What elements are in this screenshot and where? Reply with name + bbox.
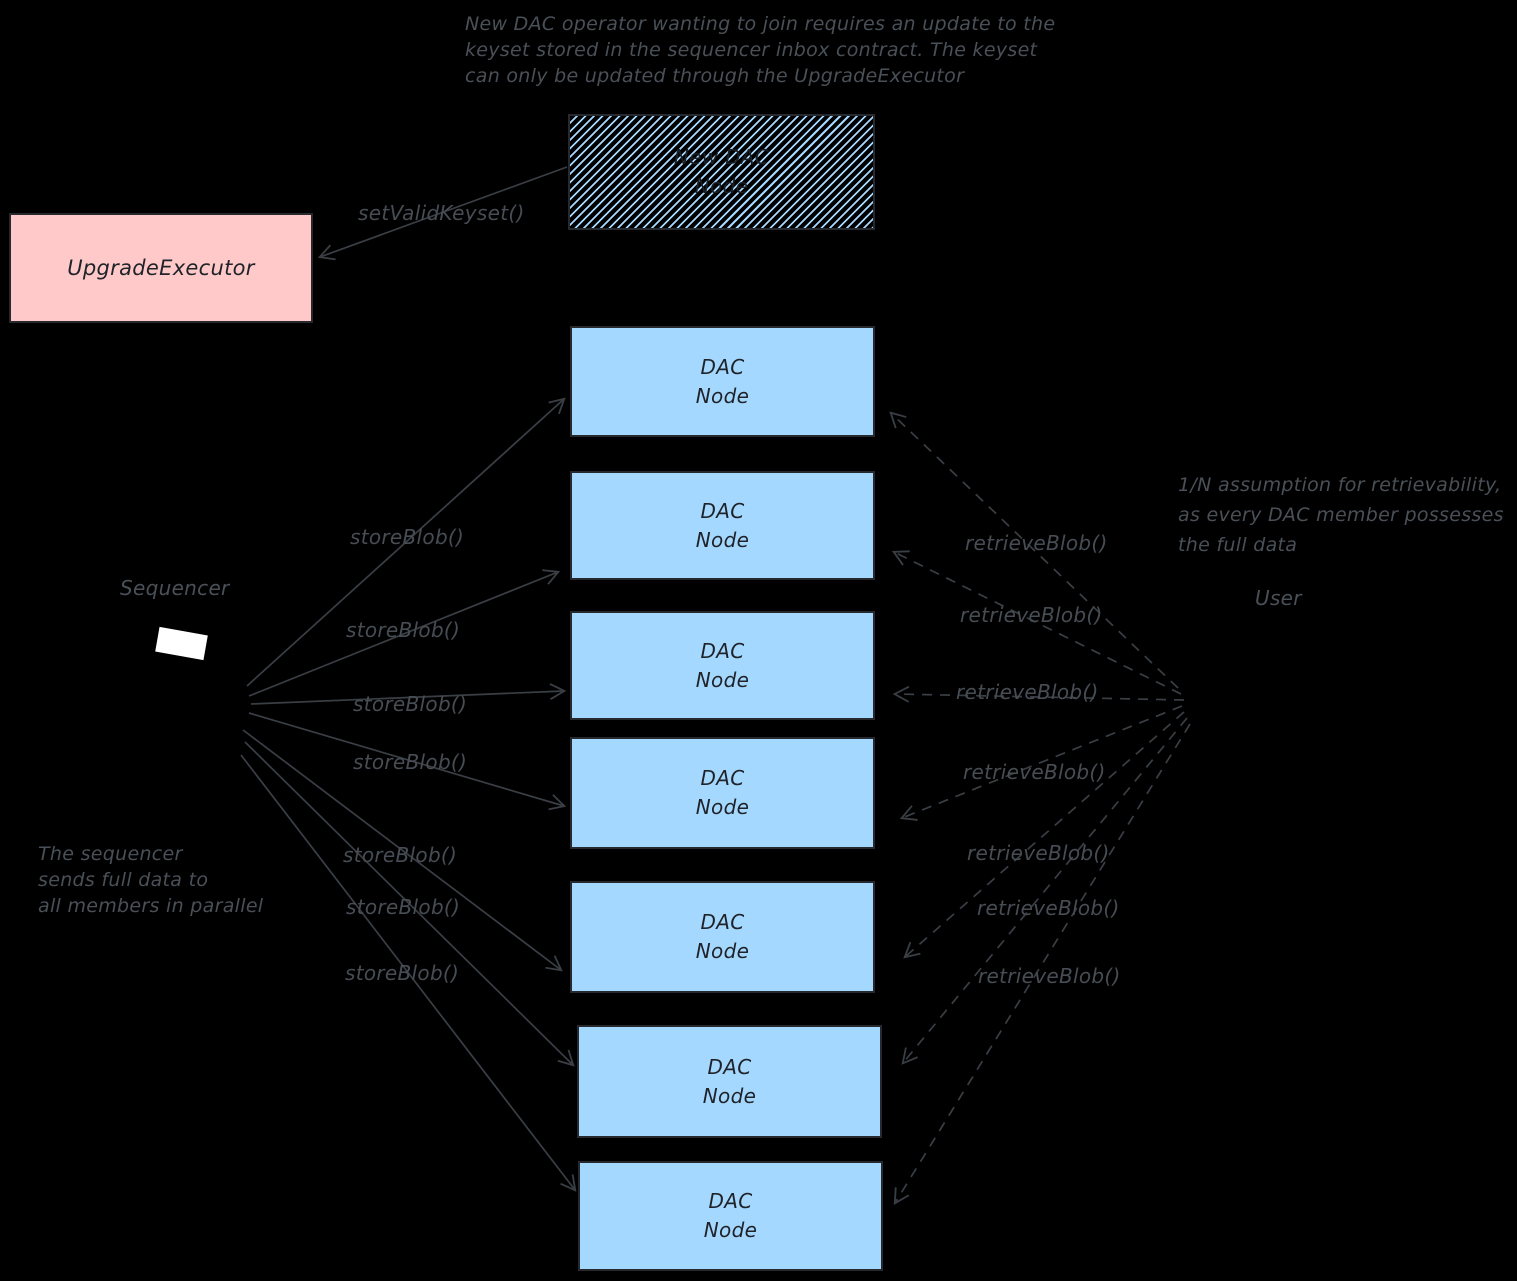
store-blob-label-3: storeBlob()	[353, 692, 468, 716]
store-blob-label-6: storeBlob()	[346, 895, 461, 919]
note-keyset-update: New DAC operator wanting to join require…	[465, 11, 1055, 89]
retrieve-blob-label-4: retrieveBlob()	[963, 760, 1106, 784]
note-sequencer-parallel: The sequencer sends full data to all mem…	[38, 841, 263, 919]
retrieve-blob-label-6: retrieveBlob()	[977, 896, 1120, 920]
store-blob-label-5: storeBlob()	[343, 843, 458, 867]
dac-node-label-line2: Node	[695, 939, 750, 963]
new-dac-node-label-line2: Node	[694, 174, 749, 198]
dac-node-label-line1: DAC	[708, 1189, 753, 1213]
note-line: The sequencer	[38, 843, 183, 865]
upgrade-executor-label: UpgradeExecutor	[67, 256, 255, 280]
dac-node-label-line1: DAC	[700, 498, 745, 523]
dac-node-label-line2: Node	[702, 1083, 757, 1108]
dac-node-label-line1: DAC	[707, 1054, 752, 1079]
dac-node-box-7: DAC Node	[578, 1161, 883, 1271]
dac-node-box-3: DAC Node	[570, 611, 875, 720]
retrieve-blob-label-7: retrieveBlob()	[978, 964, 1121, 988]
dac-node-label-line2: Node	[695, 795, 750, 819]
note-line: as every DAC member possesses	[1178, 504, 1504, 526]
new-dac-node-box: New DAC Node	[568, 114, 875, 230]
retrieve-blob-label-1: retrieveBlob()	[965, 531, 1108, 555]
note-line: sends full data to	[38, 869, 209, 891]
note-line: keyset stored in the sequencer inbox con…	[465, 39, 1038, 61]
note-line: 1/N assumption for retrievability,	[1178, 474, 1502, 496]
note-line: the full data	[1178, 534, 1298, 556]
dac-node-label-line1: DAC	[700, 638, 745, 663]
set-valid-keyset-label: setValidKeyset()	[358, 201, 525, 225]
sequencer-label: Sequencer	[120, 576, 230, 600]
dac-node-label-line2: Node	[695, 527, 750, 552]
retrieve-blob-label-2: retrieveBlob()	[960, 603, 1103, 627]
note-line: can only be updated through the UpgradeE…	[465, 65, 965, 87]
dac-node-box-6: DAC Node	[577, 1025, 882, 1138]
dac-node-label-line1: DAC	[700, 354, 745, 379]
dac-node-label-line1: DAC	[700, 910, 745, 934]
dac-node-label-line2: Node	[695, 383, 750, 408]
dac-node-label-line2: Node	[703, 1218, 758, 1242]
store-blob-label-7: storeBlob()	[345, 961, 460, 985]
sequencer-laptop-screen-icon	[155, 626, 208, 661]
store-blob-label-4: storeBlob()	[353, 750, 468, 774]
dac-node-label-line1: DAC	[700, 766, 745, 790]
note-line: all members in parallel	[38, 895, 264, 917]
retrieve-blob-label-5: retrieveBlob()	[967, 841, 1110, 865]
user-label: User	[1255, 586, 1302, 610]
dac-node-box-4: DAC Node	[570, 737, 875, 849]
dac-node-box-1: DAC Node	[570, 326, 875, 437]
store-blob-label-2: storeBlob()	[346, 618, 461, 642]
dac-node-box-5: DAC Node	[570, 881, 875, 993]
new-dac-node-label-line1: New DAC	[673, 145, 770, 169]
upgrade-executor-box: UpgradeExecutor	[9, 213, 313, 323]
dac-node-label-line2: Node	[695, 667, 750, 692]
note-line: New DAC operator wanting to join require…	[465, 13, 1056, 35]
note-retrievability: 1/N assumption for retrievability, as ev…	[1178, 470, 1504, 560]
store-blob-label-1: storeBlob()	[350, 525, 465, 549]
edge-retrieve-blob-5	[903, 711, 1185, 959]
dac-node-box-2: DAC Node	[570, 471, 875, 580]
retrieve-blob-label-3: retrieveBlob()	[956, 680, 1099, 704]
